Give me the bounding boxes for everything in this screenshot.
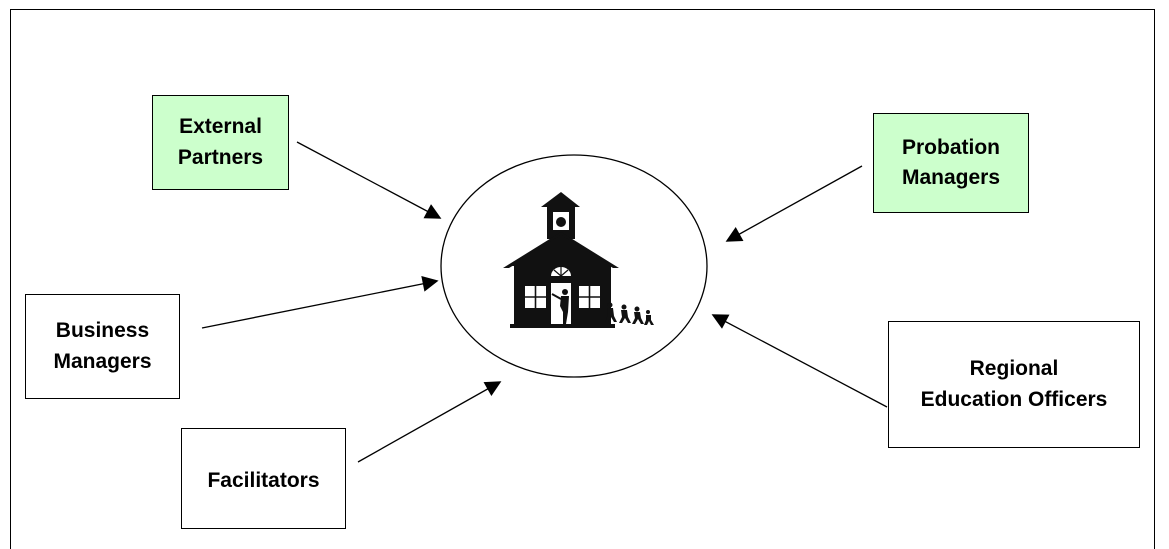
arrow-regional-officers [711,314,888,408]
arrow-external-partners [296,141,442,219]
arrow-facilitators [357,381,502,463]
regional-education-officers-box: Regional Education Officers [888,321,1140,448]
diagram-frame [10,9,1155,549]
schoolhouse-icon [503,192,654,328]
facilitators-label: Facilitators [207,469,320,493]
arrow-probation-managers [725,165,863,242]
probation-managers-label: Probation Managers [901,135,1001,189]
business-managers-label: Business Managers [53,319,152,373]
regional-education-officers-label: Regional Education Officers [920,357,1108,411]
business-managers-box: Business Managers [25,294,180,399]
facilitators-box: Facilitators [181,428,346,529]
external-partners-box: External Partners [152,95,289,190]
external-partners-label: External Partners [177,115,264,169]
arrow-business-managers [201,275,439,329]
probation-managers-box: Probation Managers [873,113,1029,213]
